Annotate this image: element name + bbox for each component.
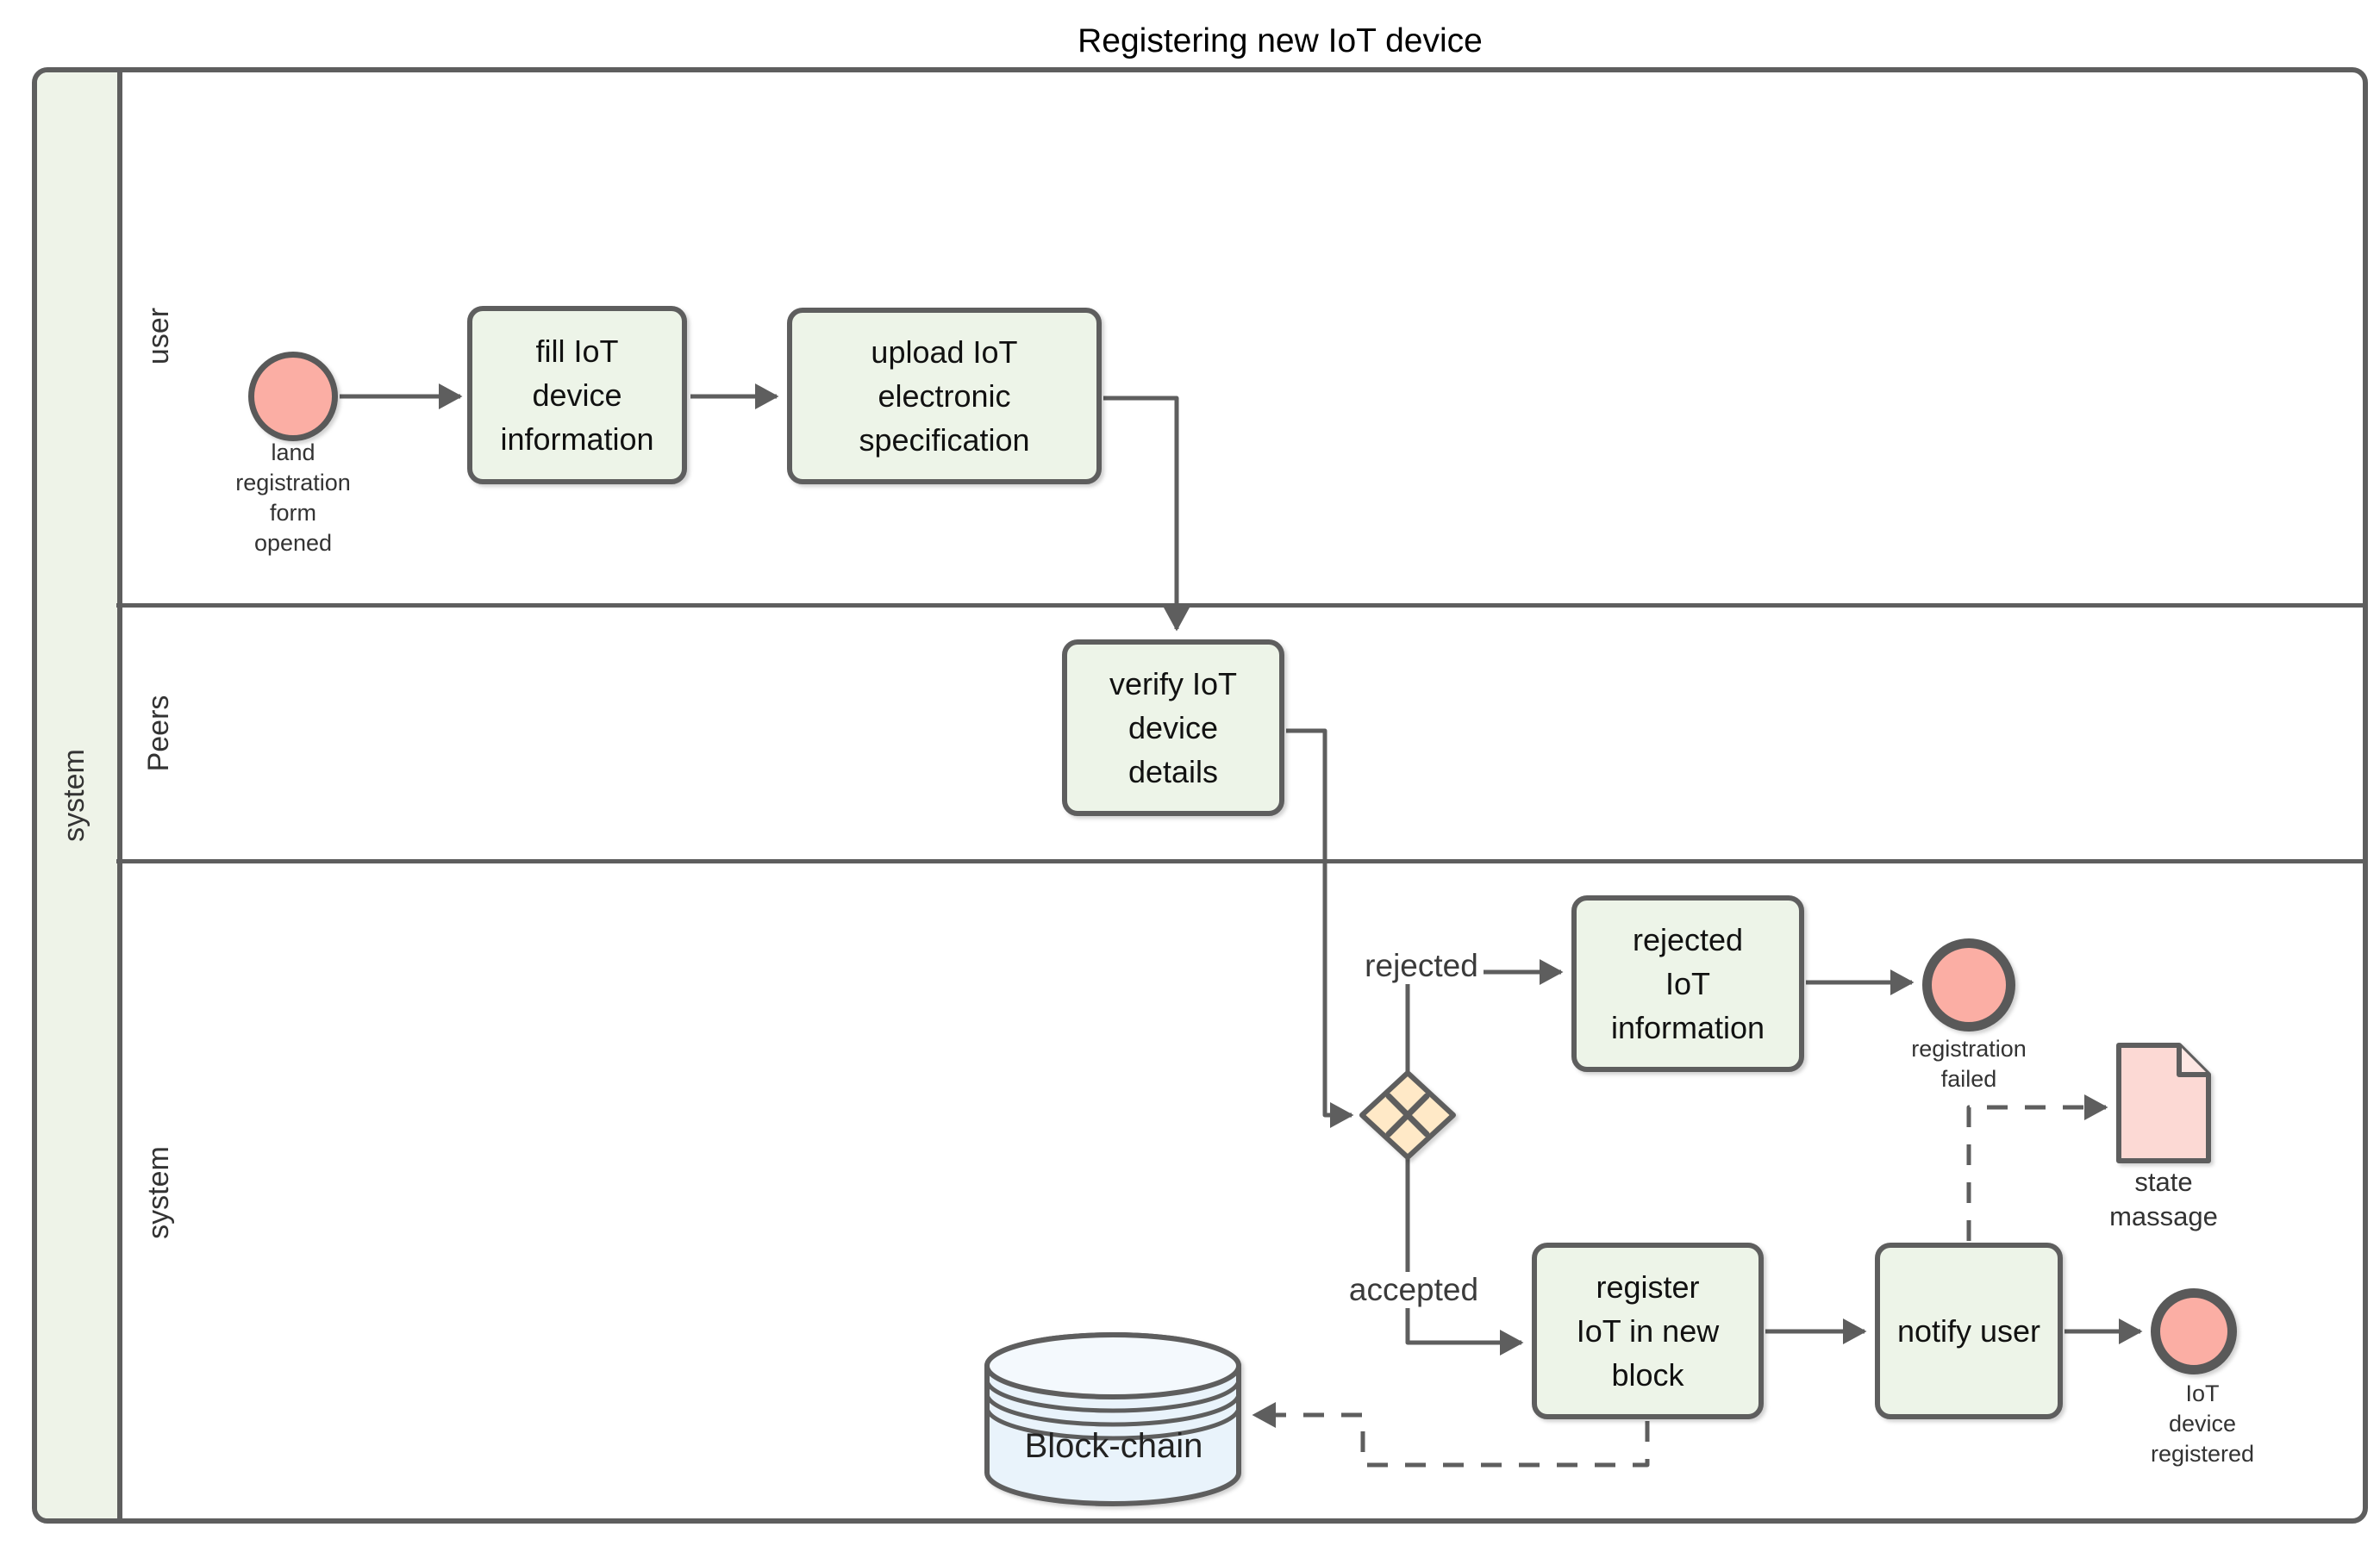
diagram-title: Registering new IoT device <box>1078 22 1483 59</box>
pool-system <box>32 67 2368 1524</box>
task-label: notify user <box>1896 1312 2041 1349</box>
task-verify-iot-device-details: verify IoT device details <box>1062 639 1284 816</box>
pool-header <box>37 72 122 1518</box>
task-upload-iot-electronic-specification: upload IoT electronic specification <box>787 308 1102 484</box>
end-event-device-registered <box>2151 1288 2237 1374</box>
task-rejected-iot-information: rejected IoT information <box>1571 895 1804 1072</box>
datastore-cylinder-icon <box>984 1332 1241 1506</box>
task-notify-user: notify user <box>1875 1243 2063 1419</box>
task-label: verify IoT device details <box>1109 665 1238 790</box>
task-register-iot-in-new-block: register IoT in new block <box>1532 1243 1764 1419</box>
document-icon <box>2116 1043 2211 1163</box>
flow-verify-to-gateway <box>1286 728 1354 1128</box>
task-label: upload IoT electronic specification <box>859 333 1030 458</box>
flow-gateway-rejected <box>1405 959 1564 1071</box>
lane-divider-peers-system <box>116 859 2368 863</box>
dataflow-register-to-blockchain <box>1252 1402 1650 1468</box>
lane-divider-user-peers <box>116 603 2368 608</box>
exclusive-gateway-icon <box>1359 1070 1456 1160</box>
end-failed-label: registration failed <box>1911 1036 2027 1093</box>
edge-label-rejected: rejected <box>1327 948 1516 984</box>
flow-upload-to-verify <box>1103 396 1190 632</box>
end-event-registration-failed <box>1922 938 2015 1032</box>
datastore-label: Block-chain <box>1024 1427 1203 1465</box>
document-label: state massage <box>2109 1167 2218 1232</box>
start-event <box>248 352 338 441</box>
task-fill-iot-device-information: fill IoT device information <box>467 306 687 484</box>
flow-gateway-accepted <box>1405 1159 1524 1356</box>
start-event-label: land registration form opened <box>235 439 351 557</box>
end-registered-label: IoT device registered <box>2150 1381 2255 1468</box>
task-label: rejected IoT information <box>1610 921 1765 1046</box>
task-label: fill IoT device information <box>500 333 654 458</box>
dataflow-notify-to-statemassage <box>1966 1094 2108 1241</box>
task-label: register IoT in new block <box>1576 1268 1720 1393</box>
edge-label-accepted: accepted <box>1319 1272 1509 1308</box>
